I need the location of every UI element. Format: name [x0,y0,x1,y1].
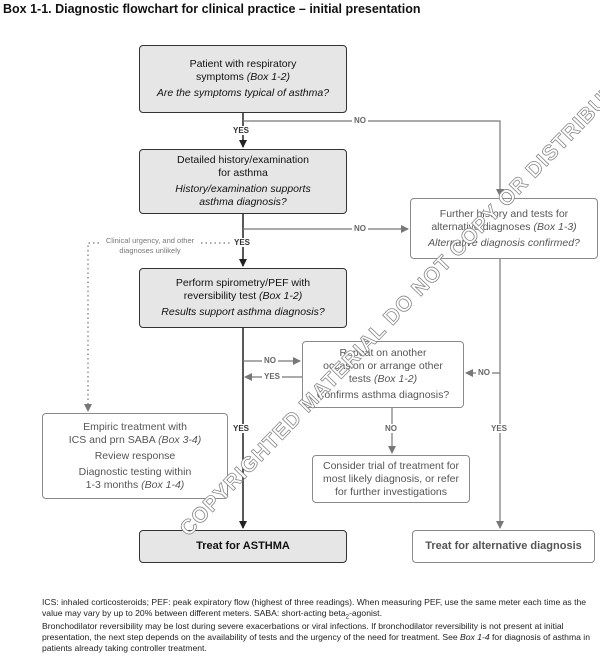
treat-asthma-box: Treat for ASTHMA [139,530,347,563]
history-examination-box: Detailed history/examination for asthma … [139,149,347,214]
footnote-reversibility: Bronchodilator reversibility may be lost… [42,621,590,653]
yes-label: YES [262,372,283,381]
no-label: NO [262,356,278,365]
footnote-abbreviations: ICS: inhaled corticosteroids; PEF: peak … [42,597,587,621]
yes-label: YES [232,238,253,247]
spirometry-box: Perform spirometry/PEF with reversibilit… [139,268,347,328]
figure-title: Box 1-1. Diagnostic flowchart for clinic… [3,2,421,16]
no-label: NO [383,424,399,433]
empiric-treatment-box: Empiric treatment with ICS and prn SABA … [42,413,228,499]
repeat-tests-box: Repeat on another occasion or arrange ot… [302,341,464,408]
no-label: NO [352,116,368,125]
consider-trial-box: Consider trial of treatment for most lik… [312,455,470,503]
yes-label: YES [489,424,510,433]
further-history-box: Further history and tests for alternativ… [410,198,598,259]
yes-label: YES [231,126,252,135]
dotted-urgency-path [84,242,243,412]
treat-alternative-box: Treat for alternative diagnosis [412,530,595,563]
patient-symptoms-box: Patient with respiratory symptoms (Box 1… [139,45,347,113]
no-label: NO [352,224,368,233]
arrow-no-to-further [243,120,504,197]
urgency-note: Clinical urgency, and other diagnoses un… [100,236,200,256]
no-label: NO [476,368,492,377]
yes-label: YES [231,424,252,433]
